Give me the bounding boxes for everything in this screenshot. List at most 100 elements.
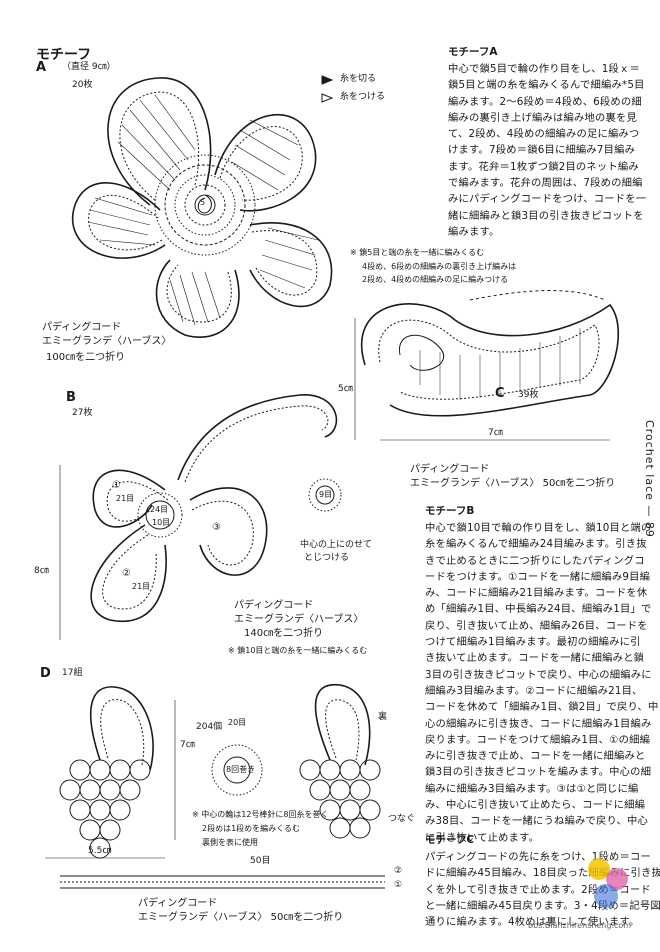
side-dash: — bbox=[643, 505, 656, 522]
motif-d-padding-1: パディングコード bbox=[138, 898, 218, 909]
page-title: モチーフ bbox=[36, 47, 92, 63]
text-a-line: 編みます。2〜6段め＝4段め、6段めの細 bbox=[448, 95, 642, 108]
motif-b-center-b: 10目 bbox=[152, 518, 171, 527]
motif-b-ring-label: 9目 bbox=[319, 490, 333, 499]
text-a-line: 緒に細編みと鎖3目の引き抜きピコットを bbox=[448, 209, 644, 222]
motif-a-padding-2: エミーグランデ〈ハーブス〉 bbox=[42, 336, 172, 347]
motif-b-padding-3: 140㎝を二つ折り bbox=[244, 628, 324, 639]
motif-b-n3: ③ bbox=[212, 522, 221, 533]
motif-a-size: （直径 9㎝） bbox=[62, 62, 116, 72]
motif-c-count: 39枚 bbox=[518, 390, 539, 400]
motif-b-lbl-2: 21目 bbox=[132, 582, 151, 591]
motif-b-heading: モチーフB bbox=[425, 505, 475, 517]
motif-b-n2: ② bbox=[122, 568, 131, 579]
motif-d-dim-h: 7㎝ bbox=[180, 740, 195, 750]
text-a-line: 中心で鎖5目で輪の作り目をし、1段ｘ＝ bbox=[448, 63, 640, 75]
motif-d-note-3: 裏側を表に使用 bbox=[202, 838, 258, 847]
motif-d-letter: D bbox=[40, 666, 51, 681]
motif-d-circle-1: ① bbox=[394, 880, 403, 890]
text-b-line: め「細編み1目、中長編み24目、細編み1目」で bbox=[425, 603, 652, 616]
text-b-line: コードを休めて「細編み1目、鎖2目」で戻り、中 bbox=[425, 701, 659, 714]
motif-b-letter: B bbox=[66, 390, 76, 405]
text-b-line: 細編み3目編みます。②コードに細編み21目、 bbox=[425, 684, 643, 697]
legend-join-label: 糸をつける bbox=[340, 92, 386, 102]
legend-cut-label: 糸を切る bbox=[340, 74, 377, 84]
side-vertical-text: Crochet lace bbox=[643, 420, 656, 501]
text-b-line: 心の細編みに引き抜き、コードに細編み1目編み bbox=[425, 717, 652, 730]
motif-a-flower bbox=[72, 77, 333, 338]
motif-d-len-50: 50目 bbox=[250, 856, 271, 866]
motif-a-padding-1: パディングコード bbox=[42, 322, 122, 333]
motif-b-instructions: モチーフB 中心で鎖10目で輪の作り目をし、鎖10目と端の糸を編みくるんで細編み… bbox=[425, 503, 659, 846]
text-a-line: ます。花弁＝1枚ずつ鎖2目のネット編み bbox=[448, 160, 639, 173]
text-a-line: 編みます。 bbox=[448, 225, 500, 238]
text-a-line: て、2段め、4段めの細編みの足に編みつ bbox=[448, 128, 640, 141]
motif-a-note-2: 4段め、6段めの細編みの裏引き上げ編みは bbox=[362, 262, 517, 271]
motif-b-shape bbox=[59, 394, 342, 640]
motif-b-count: 27枚 bbox=[72, 408, 93, 418]
motif-c-dim-w: 7㎝ bbox=[488, 428, 503, 438]
motif-d-count: 17組 bbox=[62, 668, 83, 678]
text-b-line: 3目の引き抜きピコットで戻り、中心の細編みに bbox=[425, 668, 652, 681]
motif-a-center-label: 5 bbox=[200, 198, 206, 207]
motif-a-body: 中心で鎖5目で輪の作り目をし、1段ｘ＝ 鎖5目と端の糸を編みくるんで細編み*5目編… bbox=[448, 61, 646, 240]
motif-c-padding-1: パディングコード bbox=[410, 464, 490, 475]
motif-b-body: 中心で鎖10目で輪の作り目をし、鎖10目と端の糸を編みくるんで細編み24目編みま… bbox=[425, 520, 659, 846]
motif-a-padding-3: 100㎝を二つ折り bbox=[46, 352, 126, 363]
watermark-text: bbs.Bianzhirensheng.com bbox=[528, 921, 632, 930]
motif-b-note: ※ 鎖10目と端の糸を一緒に編みくるむ bbox=[228, 646, 368, 655]
text-b-line: 中心で鎖10目で輪の作り目をし、鎖10目と端の bbox=[425, 522, 652, 534]
motif-d-grapes bbox=[45, 683, 385, 889]
motif-b-lbl-1: 21目 bbox=[116, 494, 135, 503]
text-b-line: 戻り、引き抜いて止め、細編み26目、コードを bbox=[425, 619, 648, 632]
motif-c-letter: C bbox=[495, 386, 505, 401]
motif-a-count: 20枚 bbox=[72, 80, 93, 90]
motif-a-letter: A bbox=[36, 60, 47, 75]
text-b-line: み、中心に引き抜いて止めたら、コードに細編 bbox=[425, 799, 646, 812]
motif-d-padding-2: エミーグランデ〈ハーブス〉 50㎝を二つ折り bbox=[138, 912, 344, 923]
motif-b-dim-height: 8㎝ bbox=[34, 566, 49, 576]
text-b-line: 糸を編みくるんで細編み24目編みます。引き抜 bbox=[425, 538, 647, 551]
text-b-line: き抜いて止めます。コードを一緒に細編みと鎖 bbox=[425, 652, 645, 665]
motif-a-note-3: 2段め、4段めの細編みの足に編みつける bbox=[362, 275, 509, 284]
motif-d-dim-w: 5.5㎝ bbox=[88, 846, 112, 856]
text-b-line: に引き抜いて止めます。 bbox=[425, 831, 540, 844]
motif-c-padding-2: エミーグランデ〈ハーブス〉 50㎝を二つ折り bbox=[410, 478, 616, 489]
text-b-line: み、コードに細編み21目編みます。コードを休 bbox=[425, 587, 648, 600]
motif-a-heading: モチーフA bbox=[448, 46, 498, 58]
text-a-line: みにパディングコードをつけ、コードを一 bbox=[448, 193, 647, 206]
text-b-line: 戻ります。コードをつけて細編み1目、①の細編 bbox=[425, 733, 651, 746]
text-a-line: 鎖5目と端の糸を編みくるんで細編み*5目 bbox=[448, 79, 645, 92]
text-b-line: 鎖3目の引き抜きピコットを編みます。中心の細 bbox=[425, 766, 652, 779]
motif-b-ring-note-1: 中心の上にのせて bbox=[300, 540, 373, 550]
text-b-line: み38目、コードを一緒にうね編みで戻り、中心 bbox=[425, 815, 649, 828]
side-label: Crochet lace — 89 bbox=[643, 420, 656, 538]
motif-b-ring-note-2: とじつける bbox=[304, 553, 350, 563]
text-b-line: つけて細編み1目編みます。最初の細編みに引 bbox=[425, 636, 641, 649]
motif-d-circle-2: ② bbox=[394, 866, 403, 876]
text-a-line: で編みます。花弁の周囲は、7段めの細編 bbox=[448, 177, 643, 190]
text-b-line: ードをつけます。①コードを一緒に細編み9目編 bbox=[425, 570, 651, 583]
motif-b-center-a: 24目 bbox=[150, 505, 169, 514]
legend-symbols bbox=[321, 75, 334, 103]
motif-d-note-2: 2段めは1段めを編みくるむ bbox=[202, 824, 301, 833]
text-b-line: みに引き抜きで止め、コードを一緒に細編みと bbox=[425, 750, 646, 763]
motif-d-back-label: 裏 bbox=[378, 712, 388, 722]
motif-c-heading: モチーフC bbox=[425, 834, 475, 846]
motif-d-count-204: 204個 bbox=[196, 722, 223, 732]
motif-a-note-1: ※ 鎖5目と端の糸を一緒に編みくるむ bbox=[350, 248, 485, 257]
text-b-line: きで止めるときに二つ折りにしたパディングコ bbox=[425, 554, 645, 567]
text-b-line: 編みに細編み3目編みます。③は①と同じに編 bbox=[425, 782, 639, 795]
motif-b-padding-1: パディングコード bbox=[234, 600, 314, 611]
text-a-line: 編みの裏引き上げ編みは編み地の裏を見 bbox=[448, 111, 637, 124]
text-c-line: 通りに編みます。4枚めは裏にして使います。 bbox=[425, 916, 640, 929]
motif-d-note-1: ※ 中心の輪は12号棒針に8回糸を巻く bbox=[192, 810, 329, 819]
motif-b-n1: ① bbox=[112, 480, 121, 491]
motif-d-center-wrap: 8回巻き bbox=[226, 765, 256, 774]
page-number: 89 bbox=[643, 521, 656, 538]
motif-c-dim-h: 5㎝ bbox=[338, 384, 353, 394]
watermark-logo bbox=[584, 858, 634, 918]
motif-d-join-label: つなぐ bbox=[388, 814, 416, 824]
motif-b-padding-2: エミーグランデ〈ハーブス〉 bbox=[234, 614, 364, 625]
